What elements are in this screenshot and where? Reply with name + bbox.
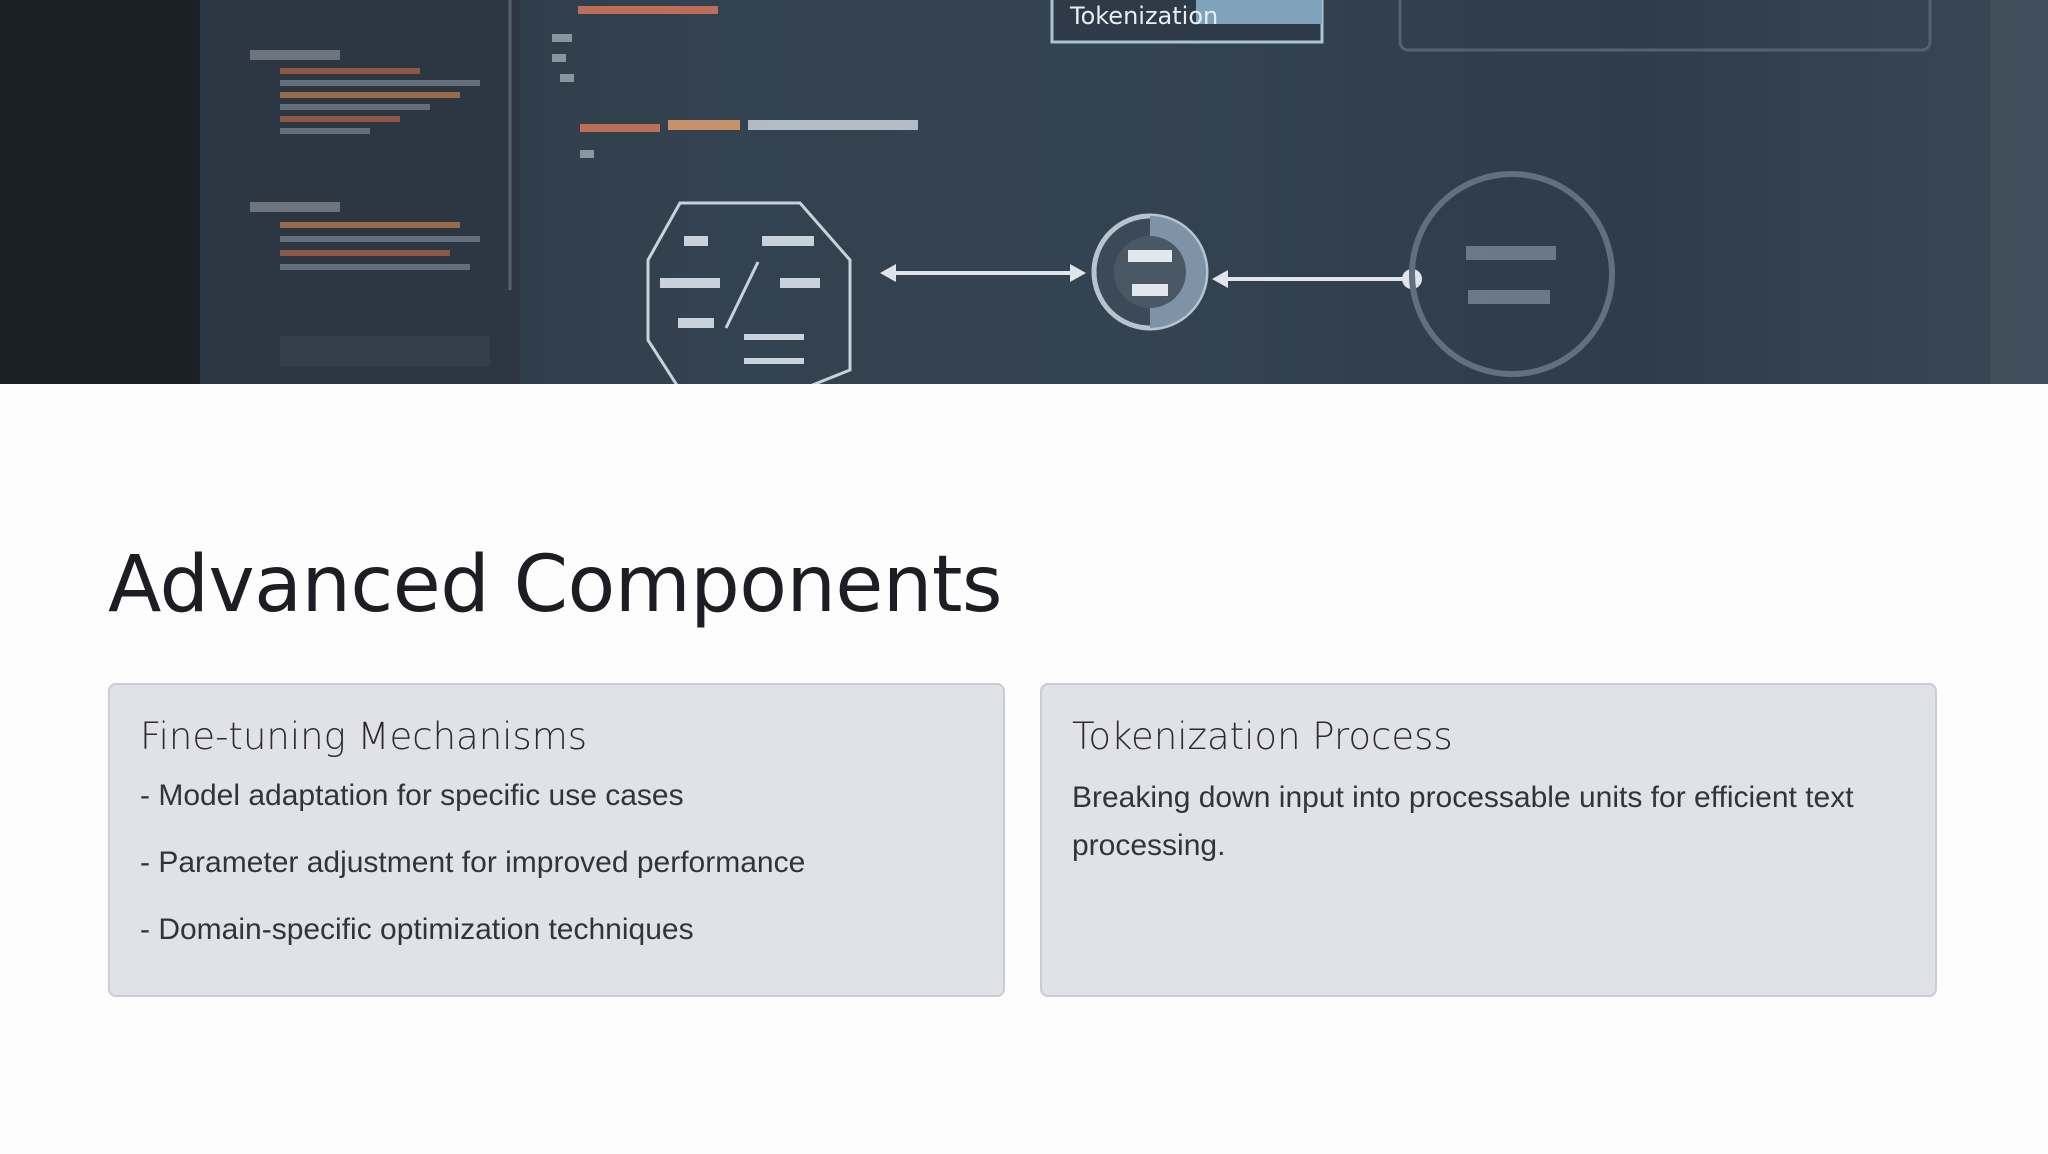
card-title: Fine-tuning Mechanisms (140, 715, 588, 758)
tokenization-tab-label: Tokenization (1069, 2, 1218, 30)
tokenization-card: Tokenization Process Breaking down input… (1040, 683, 1937, 997)
card-title: Tokenization Process (1072, 715, 1453, 758)
list-item: - Model adaptation for specific use case… (140, 779, 684, 812)
fine-tuning-card: Fine-tuning Mechanisms - Model adaptatio… (108, 683, 1005, 997)
list-item: - Parameter adjustment for improved perf… (140, 846, 806, 879)
list-item: - Domain-specific optimization technique… (140, 913, 694, 946)
diagram-illustration: Tokenization (0, 0, 2048, 384)
page-title: Advanced Components (108, 540, 1003, 630)
hero-image: Tokenization (0, 0, 2048, 384)
card-body: Breaking down input into processable uni… (1072, 781, 1854, 862)
bullet-list: - Model adaptation for specific use case… (140, 774, 973, 952)
